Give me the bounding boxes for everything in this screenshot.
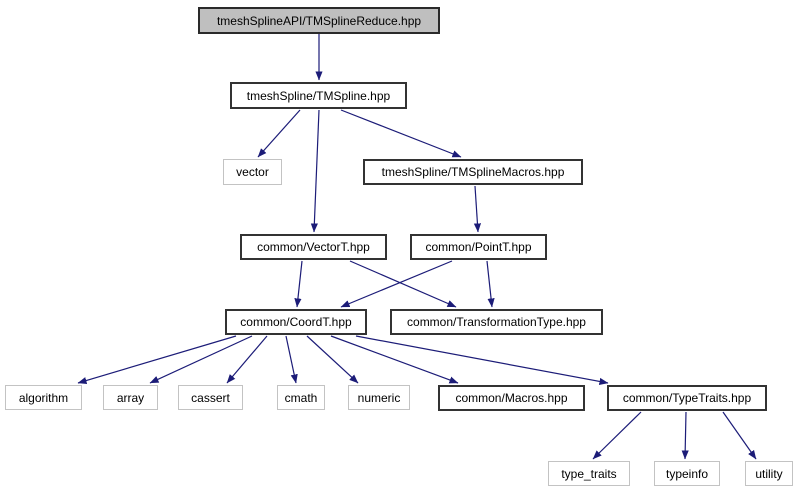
node-type-traits: type_traits: [548, 461, 630, 486]
edge-pointt-transformationtype: [486, 260, 495, 308]
node-vector: vector: [223, 159, 282, 185]
edge-coordt-typetraits: [355, 335, 609, 385]
edge-coordt-numeric: [306, 335, 359, 384]
node-pointt[interactable]: common/PointT.hpp: [410, 234, 547, 260]
node-tmspline[interactable]: tmeshSpline/TMSpline.hpp: [230, 82, 407, 109]
node-vectort[interactable]: common/VectorT.hpp: [240, 234, 387, 260]
edge-typetraits-utility: [722, 411, 757, 460]
edge-vectort-coordt: [294, 260, 303, 308]
edge-pointt-coordt: [340, 260, 453, 308]
node-coordt[interactable]: common/CoordT.hpp: [225, 309, 367, 335]
edge-coordt-cassert: [226, 335, 268, 384]
edge-coordt-algorithm: [77, 335, 237, 384]
node-cmath: cmath: [277, 385, 325, 410]
edge-tmspline-vectort: [310, 109, 320, 233]
edge-coordt-cmath: [285, 335, 298, 384]
node-typeinfo: typeinfo: [654, 461, 720, 486]
node-numeric: numeric: [348, 385, 410, 410]
edge-vectort-transformationtype: [349, 260, 457, 308]
edge-coordt-macros: [330, 335, 459, 384]
node-transformationtype[interactable]: common/TransformationType.hpp: [390, 309, 603, 335]
edge-typetraits-type-traits: [592, 411, 642, 460]
node-array: array: [103, 385, 158, 410]
node-algorithm: algorithm: [5, 385, 82, 410]
node-macros[interactable]: common/Macros.hpp: [438, 385, 585, 411]
node-tmsplinemacros[interactable]: tmeshSpline/TMSplineMacros.hpp: [363, 159, 583, 185]
edge-tmspline-tmsplinemacros: [340, 109, 462, 158]
edge-tmspline-vector: [257, 109, 301, 158]
edge-typetraits-typeinfo: [681, 411, 689, 460]
node-cassert: cassert: [178, 385, 243, 410]
node-tmsplinereduce: tmeshSplineAPI/TMSplineReduce.hpp: [198, 7, 440, 34]
edge-coordt-array: [149, 335, 253, 384]
edge-tmsplinemacros-pointt: [473, 185, 482, 233]
node-typetraits[interactable]: common/TypeTraits.hpp: [607, 385, 767, 411]
node-utility: utility: [745, 461, 793, 486]
